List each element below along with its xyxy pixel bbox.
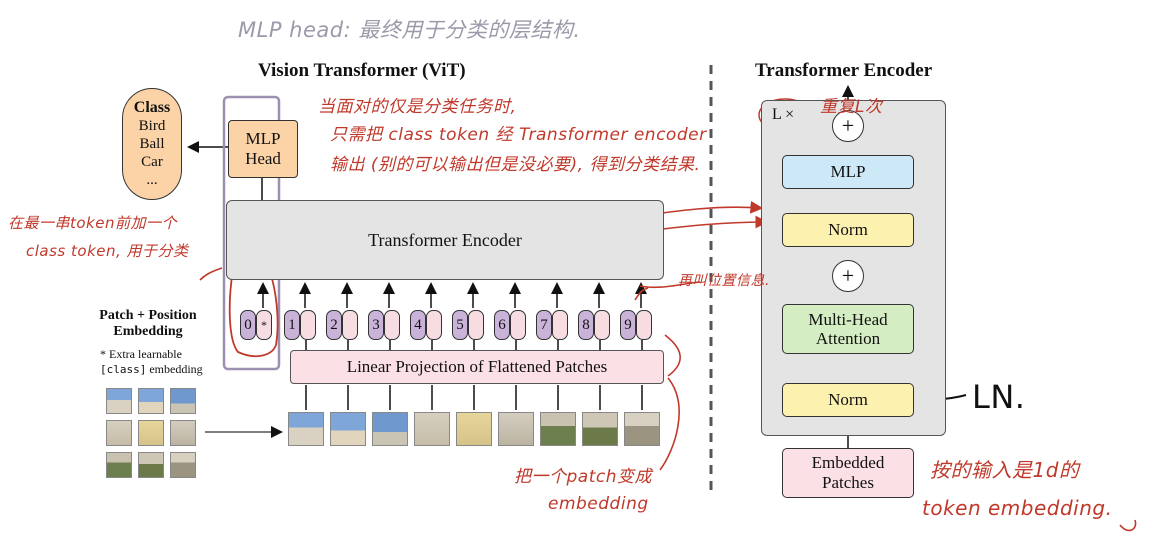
image-patch (170, 420, 196, 446)
embedding-word: embedding (146, 362, 203, 376)
classification-note-line2: 只需把 class token 经 Transformer encoder (330, 125, 707, 145)
mlp-label: MLP (830, 162, 866, 181)
token-index: 4 (410, 310, 426, 340)
position-embedding (342, 310, 358, 340)
class-embedding-note: [class] embedding (100, 362, 203, 377)
token-index: 0 (240, 310, 256, 340)
image-patch (106, 452, 132, 478)
norm-top-box: Norm (782, 213, 914, 247)
patch-embedding-note-line2: embedding (548, 494, 649, 514)
class-title: Class (133, 99, 171, 116)
image-patch (138, 420, 164, 446)
image-patch (582, 412, 618, 446)
image-patch (288, 412, 324, 446)
position-embedding (552, 310, 568, 340)
patch-position-label: Patch + Position Embedding (99, 308, 197, 339)
position-embedding (636, 310, 652, 340)
class-item: Car (141, 154, 163, 170)
token-index: 5 (452, 310, 468, 340)
position-embedding (426, 310, 442, 340)
token-index: 7 (536, 310, 552, 340)
embedded-patches-box: Embedded Patches (782, 448, 914, 498)
image-patch (498, 412, 534, 446)
position-embedding (468, 310, 484, 340)
position-embedding (384, 310, 400, 340)
linear-projection-box: Linear Projection of Flattened Patches (290, 350, 664, 384)
residual-add-bottom: + (832, 260, 864, 292)
mlp-box: MLP (782, 155, 914, 189)
residual-add-top: + (832, 110, 864, 142)
image-patch (414, 412, 450, 446)
transformer-encoder-box: Transformer Encoder (226, 200, 664, 280)
ln-note: LN. (972, 378, 1026, 416)
mha-label: Multi-Head Attention (808, 310, 888, 348)
position-embedding (510, 310, 526, 340)
extra-learnable-note: * Extra learnable (100, 347, 182, 361)
mlp-head-label: MLP Head (245, 129, 281, 168)
classification-note-line1: 当面对的仅是分类任务时, (318, 97, 517, 117)
mlp-head-box: MLP Head (228, 120, 298, 178)
class-token-marker: * (256, 310, 272, 340)
encoder-detail-title: Transformer Encoder (755, 60, 933, 81)
position-embedding (594, 310, 610, 340)
class-item: Bird (138, 118, 166, 134)
embedded-patches-label: Embedded Patches (811, 453, 885, 492)
position-note: 再叫位置信息. (678, 273, 770, 289)
plus-icon: + (841, 263, 855, 288)
class-code: [class] (100, 363, 147, 376)
multi-head-attention-box: Multi-Head Attention (782, 304, 914, 354)
class-item: Ball (139, 136, 165, 152)
repeat-label: L × (772, 106, 795, 123)
token-index: 6 (494, 310, 510, 340)
token-index: 1 (284, 310, 300, 340)
image-patch (540, 412, 576, 446)
position-embedding (300, 310, 316, 340)
norm-label: Norm (828, 390, 868, 409)
class-token-note-line2: class token, 用于分类 (26, 242, 189, 260)
class-token-note-line1: 在最一串token前加一个 (8, 214, 177, 232)
image-patch (170, 452, 196, 478)
token-index: 2 (326, 310, 342, 340)
image-patch (138, 388, 164, 414)
vit-title: Vision Transformer (ViT) (258, 60, 466, 81)
input-note-line2: token embedding. (922, 496, 1113, 520)
image-patch (330, 412, 366, 446)
token-index: 3 (368, 310, 384, 340)
input-note-line1: 按的输入是1d的 (930, 458, 1080, 482)
image-patch (372, 412, 408, 446)
repeat-note: 重复L次 (820, 97, 883, 117)
classification-note-line3: 输出 (别的可以输出但是没必要), 得到分类结果. (330, 155, 701, 175)
image-patch (138, 452, 164, 478)
image-patch (456, 412, 492, 446)
norm-bottom-box: Norm (782, 383, 914, 417)
transformer-encoder-label: Transformer Encoder (368, 229, 522, 250)
token-index: 8 (578, 310, 594, 340)
image-patch (624, 412, 660, 446)
patch-embedding-note-line1: 把一个patch变成 (514, 467, 652, 487)
top-note: MLP head: 最终用于分类的层结构. (238, 18, 581, 42)
class-item: ... (146, 172, 158, 188)
class-output-box: Class Bird Ball Car ... (122, 88, 182, 200)
image-patch (106, 388, 132, 414)
image-patch (106, 420, 132, 446)
image-patch (170, 388, 196, 414)
plus-icon: + (841, 113, 855, 138)
linear-projection-label: Linear Projection of Flattened Patches (346, 357, 608, 376)
token-index: 9 (620, 310, 636, 340)
norm-label: Norm (828, 220, 868, 239)
